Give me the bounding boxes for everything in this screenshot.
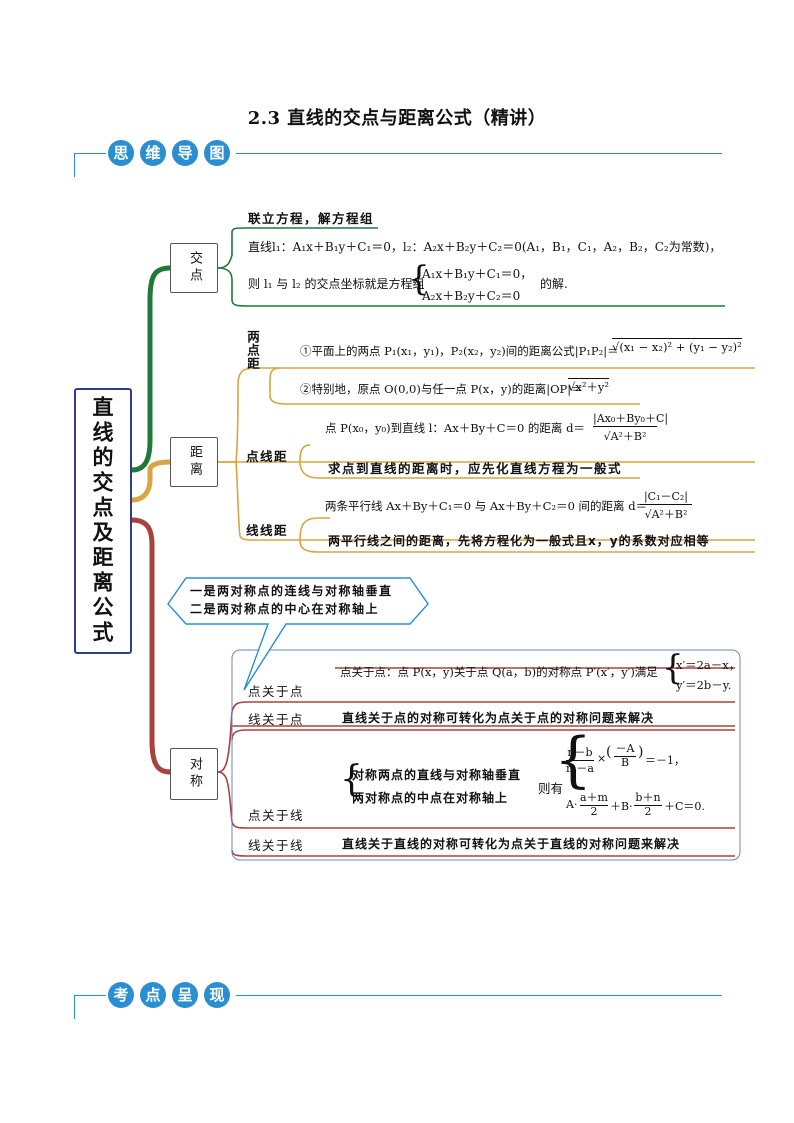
intersection-line2-pre: 则 l₁ 与 l₂ 的交点坐标就是方程组 xyxy=(248,277,425,291)
line-line-numerator: |C₁－C₂| xyxy=(640,488,692,505)
origin-sqrt: √x²＋y² xyxy=(568,378,610,394)
intersection-eq2: A₂x＋B₂y＋C₂＝0 xyxy=(422,289,521,303)
intersection-line1: 直线l₁：A₁x＋B₁y＋C₁＝0，l₂：A₂x＋B₂y＋C₂＝0(A₁，B₁，… xyxy=(248,240,722,254)
f1-num2: －A xyxy=(614,742,636,757)
section-tick xyxy=(74,153,75,177)
point-point-eq1: x′＝2a－x， xyxy=(676,658,741,672)
f2-den2: 2 xyxy=(644,805,652,818)
f2-num2: b＋n xyxy=(634,791,662,806)
node-distance: 距离 xyxy=(170,437,218,487)
point-point-label: 点关于点 xyxy=(248,684,305,699)
point-line-denominator: √A²＋B² xyxy=(603,430,647,443)
two-points-sqrt: √(x₁ − x₂)² + (y₁ − y₂)² xyxy=(612,338,742,354)
point-line-formula: 点 P(x₀，y₀)到直线 l：Ax＋By＋C＝0 的距离 d＝ xyxy=(325,421,585,435)
paren-open: ( xyxy=(606,744,612,760)
line-line-denominator: √A²＋B² xyxy=(644,508,688,521)
then-text: 则有 xyxy=(538,781,564,796)
line-line-sym-label: 线关于线 xyxy=(248,838,305,853)
section-char: 图 xyxy=(204,140,230,166)
section-header-exam: 考 点 呈 现 xyxy=(106,982,236,1010)
point-line-label: 点线距 xyxy=(246,449,289,464)
intersection-eq1: A₁x＋B₁y＋C₁＝0， xyxy=(422,267,533,281)
point-line-numerator: |Ax₀＋By₀＋C| xyxy=(593,412,669,427)
section-char: 呈 xyxy=(172,982,198,1008)
line-point-text: 直线关于点的对称可转化为点关于点的对称问题来解决 xyxy=(342,711,655,725)
f2-tail: ＋C＝0. xyxy=(664,800,705,813)
line-line-tip: 两平行线之间的距离，先将方程化为一般式且x，y的系数对应相等 xyxy=(328,534,710,548)
section-char: 思 xyxy=(108,140,134,166)
intersection-heading: 联立方程，解方程组 xyxy=(248,211,375,226)
two-points-label: 两点距 xyxy=(245,330,260,371)
brace-icon: { xyxy=(408,259,430,299)
line-line-label: 线线距 xyxy=(246,523,289,538)
section-char: 考 xyxy=(108,982,134,1008)
section-divider xyxy=(74,995,722,996)
line-line-sym-text: 直线关于直线的对称可转化为点关于直线的对称问题来解决 xyxy=(342,837,681,851)
line-point-label: 线关于点 xyxy=(248,712,305,727)
node-intersection: 交点 xyxy=(170,243,218,293)
f1-num: n－b xyxy=(566,746,594,761)
section-char: 点 xyxy=(140,982,166,1008)
f2-b: ＋B· xyxy=(610,800,633,813)
condition-midpoint: 两对称点的中点在对称轴上 xyxy=(352,791,509,805)
f1-times: × xyxy=(597,752,607,765)
f1-den: m－a xyxy=(566,762,594,775)
callout-line2: 二是两对称点的中心在对称轴上 xyxy=(190,602,380,616)
section-divider xyxy=(74,153,722,154)
f2-a: A· xyxy=(566,798,578,811)
f2-den1: 2 xyxy=(590,805,598,818)
point-line-tip: 求点到直线的距离时，应先化直线方程为一般式 xyxy=(328,461,623,476)
section-char: 现 xyxy=(204,982,230,1008)
point-line-sym-label: 点关于线 xyxy=(248,808,305,823)
line-line-formula: 两条平行线 Ax＋By＋C₁＝0 与 Ax＋By＋C₂＝0 间的距离 d＝ xyxy=(325,499,648,513)
intersection-line2-post: 的解. xyxy=(540,277,568,291)
root-node: 直线的交点及距离公式 xyxy=(74,388,132,654)
f2-num1: a＋m xyxy=(580,791,608,806)
point-point-eq2: y′＝2b－y. xyxy=(676,678,732,692)
brace-icon: { xyxy=(340,759,363,800)
two-points-formula: ①平面上的两点 P₁(x₁，y₁)，P₂(x₂，y₂)间的距离公式|P₁P₂|＝ xyxy=(300,344,619,358)
section-header-mindmap: 思 维 导 图 xyxy=(106,140,236,168)
f1-tail: ＝－1， xyxy=(645,754,685,767)
section-char: 导 xyxy=(172,140,198,166)
origin-distance: ②特别地，原点 O(0,0)与任一点 P(x，y)的距离|OP|＝ xyxy=(300,382,583,396)
node-symmetry: 对称 xyxy=(170,748,218,800)
paren-close: ) xyxy=(638,744,644,760)
callout-line1: 一是两对称点的连线与对称轴垂直 xyxy=(190,584,393,598)
page-title: 2.3 直线的交点与距离公式（精讲） xyxy=(247,108,547,129)
section-char: 维 xyxy=(140,140,166,166)
section-tick xyxy=(74,995,75,1019)
condition-perpendicular: 对称两点的直线与对称轴垂直 xyxy=(352,768,522,782)
point-point-formula: 点关于点：点 P(x，y)关于点 Q(a，b)的对称点 P′(x′，y′)满足 xyxy=(340,665,658,679)
brace-icon: { xyxy=(662,648,684,688)
f1-den2: B xyxy=(620,756,630,769)
